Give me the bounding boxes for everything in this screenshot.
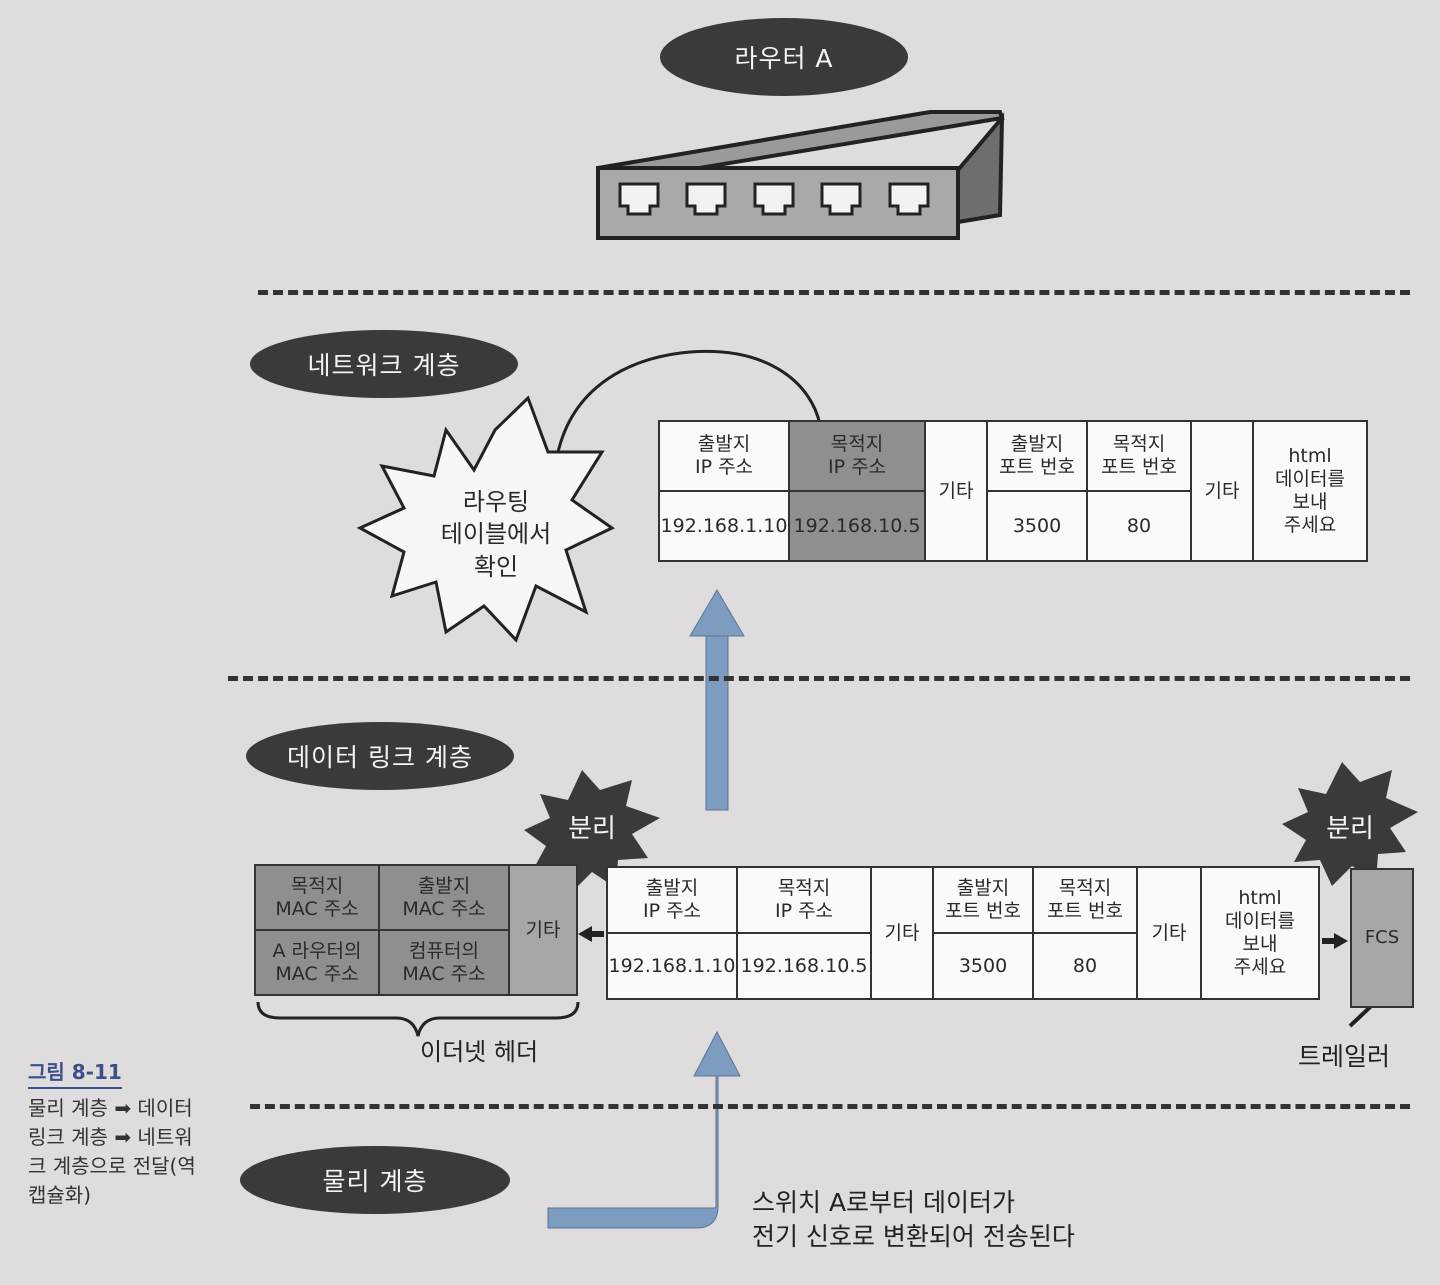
layer-label-network-text: 네트워크 계층: [307, 351, 461, 380]
fcs-trailer: FCS: [1350, 868, 1414, 1008]
frame-payload-data: html 데이터를 보내 주세요: [1225, 887, 1295, 978]
frame-dst-ip-value: 192.168.10.5: [740, 954, 868, 977]
layer-label-datalink: 데이터 링크 계층: [246, 722, 514, 790]
figure-number: 그림 8-11: [28, 1056, 122, 1089]
ethernet-other: 기타: [510, 866, 576, 994]
dst-port-label: 목적지 포트 번호: [1088, 422, 1190, 492]
src-mac-value: 컴퓨터의 MAC 주소: [380, 931, 508, 994]
dst-ip-value: 192.168.10.5: [790, 492, 924, 560]
src-ip-label: 출발지 IP 주소: [660, 422, 788, 492]
figure-caption: 물리 계층 ➡ 데이터 링크 계층 ➡ 네트워 크 계층으로 전달(역 캡슐화): [28, 1096, 196, 1207]
frame-dst-port-label: 목적지 포트 번호: [1034, 868, 1136, 934]
dst-ip-label: 목적지 IP 주소: [790, 422, 924, 492]
split-burst-left: [524, 770, 660, 892]
frame-src-port-label: 출발지 포트 번호: [934, 868, 1032, 934]
physical-layer-note: 스위치 A로부터 데이터가 전기 신호로 변환되어 전송된다: [752, 1188, 1075, 1251]
frame-packet: 출발지 IP 주소 192.168.1.10 목적지 IP 주소 192.168…: [606, 866, 1320, 1000]
frame-dst-port-value: 80: [1072, 954, 1098, 977]
payload-data: html 데이터를 보내 주세요: [1275, 445, 1345, 536]
layer-label-datalink-text: 데이터 링크 계층: [287, 743, 473, 772]
routing-table-check: 라우팅 테이블에서 확인: [440, 488, 552, 581]
fcs-label: FCS: [1364, 927, 1400, 949]
src-ip-value: 192.168.1.10: [660, 514, 788, 537]
router-label-text: 라우터 A: [734, 44, 834, 73]
frame-other-field-2: 기타: [1151, 921, 1187, 944]
network-packet: 출발지 IP 주소 192.168.1.10 목적지 IP 주소 192.168…: [658, 420, 1368, 562]
layer-label-physical-text: 물리 계층: [322, 1167, 428, 1196]
src-mac-label: 출발지 MAC 주소: [380, 866, 508, 931]
frame-src-ip-label: 출발지 IP 주소: [608, 868, 736, 934]
other-field-1: 기타: [938, 479, 974, 502]
router-icon: [596, 110, 1005, 240]
frame-other-field-1: 기타: [884, 921, 920, 944]
layer-divider-bottom: [250, 1104, 1410, 1109]
split-label-left: 분리: [568, 814, 616, 844]
routing-burst-shape: [356, 395, 615, 643]
dst-mac-value: A 라우터의 MAC 주소: [256, 931, 378, 994]
other-field-2: 기타: [1204, 479, 1240, 502]
layer-divider-top: [258, 290, 1410, 295]
dst-mac-label: 목적지 MAC 주소: [256, 866, 378, 931]
layer-divider-middle: [228, 676, 1410, 681]
split-label-right: 분리: [1326, 814, 1374, 844]
split-burst-right: [1282, 762, 1418, 886]
frame-src-ip-value: 192.168.1.10: [608, 954, 736, 977]
layer-label-physical: 물리 계층: [240, 1146, 510, 1214]
trailer-label: 트레일러: [1298, 1042, 1391, 1071]
frame-src-port-value: 3500: [958, 954, 1008, 977]
frame-dst-ip-label: 목적지 IP 주소: [738, 868, 870, 934]
router-label: 라우터 A: [660, 18, 908, 96]
ethernet-header-label: 이더넷 헤더: [420, 1038, 539, 1066]
ethernet-brace: [256, 1001, 580, 1037]
ethernet-header: 목적지 MAC 주소 A 라우터의 MAC 주소 출발지 MAC 주소 컴퓨터의…: [254, 864, 578, 996]
src-port-value: 3500: [1012, 514, 1062, 537]
layer-label-network: 네트워크 계층: [250, 330, 518, 398]
src-port-label: 출발지 포트 번호: [988, 422, 1086, 492]
dst-port-value: 80: [1126, 514, 1152, 537]
connector-curve: [554, 349, 822, 463]
